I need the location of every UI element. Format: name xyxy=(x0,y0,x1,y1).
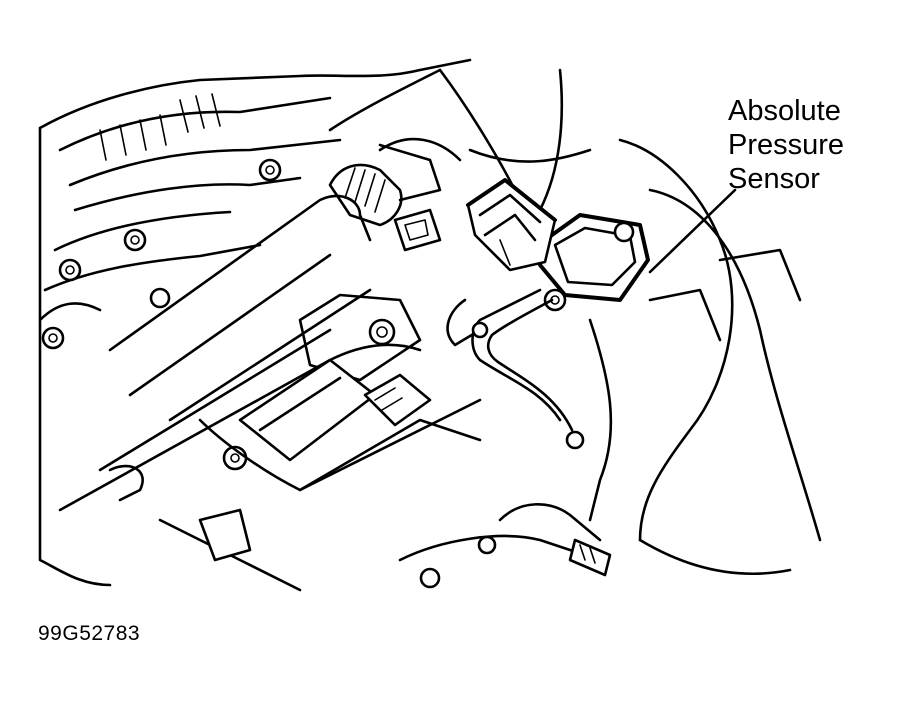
lower-components xyxy=(108,293,612,592)
absolute-pressure-sensor xyxy=(538,213,650,312)
intake-manifold-runners xyxy=(43,93,342,292)
right-housing xyxy=(588,138,822,576)
sensor-connector xyxy=(466,178,557,272)
center-connector xyxy=(393,208,442,252)
vacuum-hose xyxy=(446,288,585,450)
sensor-callout-label: Absolute Pressure Sensor xyxy=(728,95,845,195)
hose-coupling xyxy=(328,143,442,227)
callout-leader xyxy=(648,188,737,274)
manifold-bolts xyxy=(41,158,282,471)
upper-hose xyxy=(328,68,592,212)
figure-id: 99G52783 xyxy=(38,622,141,645)
engine-outline xyxy=(38,58,472,587)
